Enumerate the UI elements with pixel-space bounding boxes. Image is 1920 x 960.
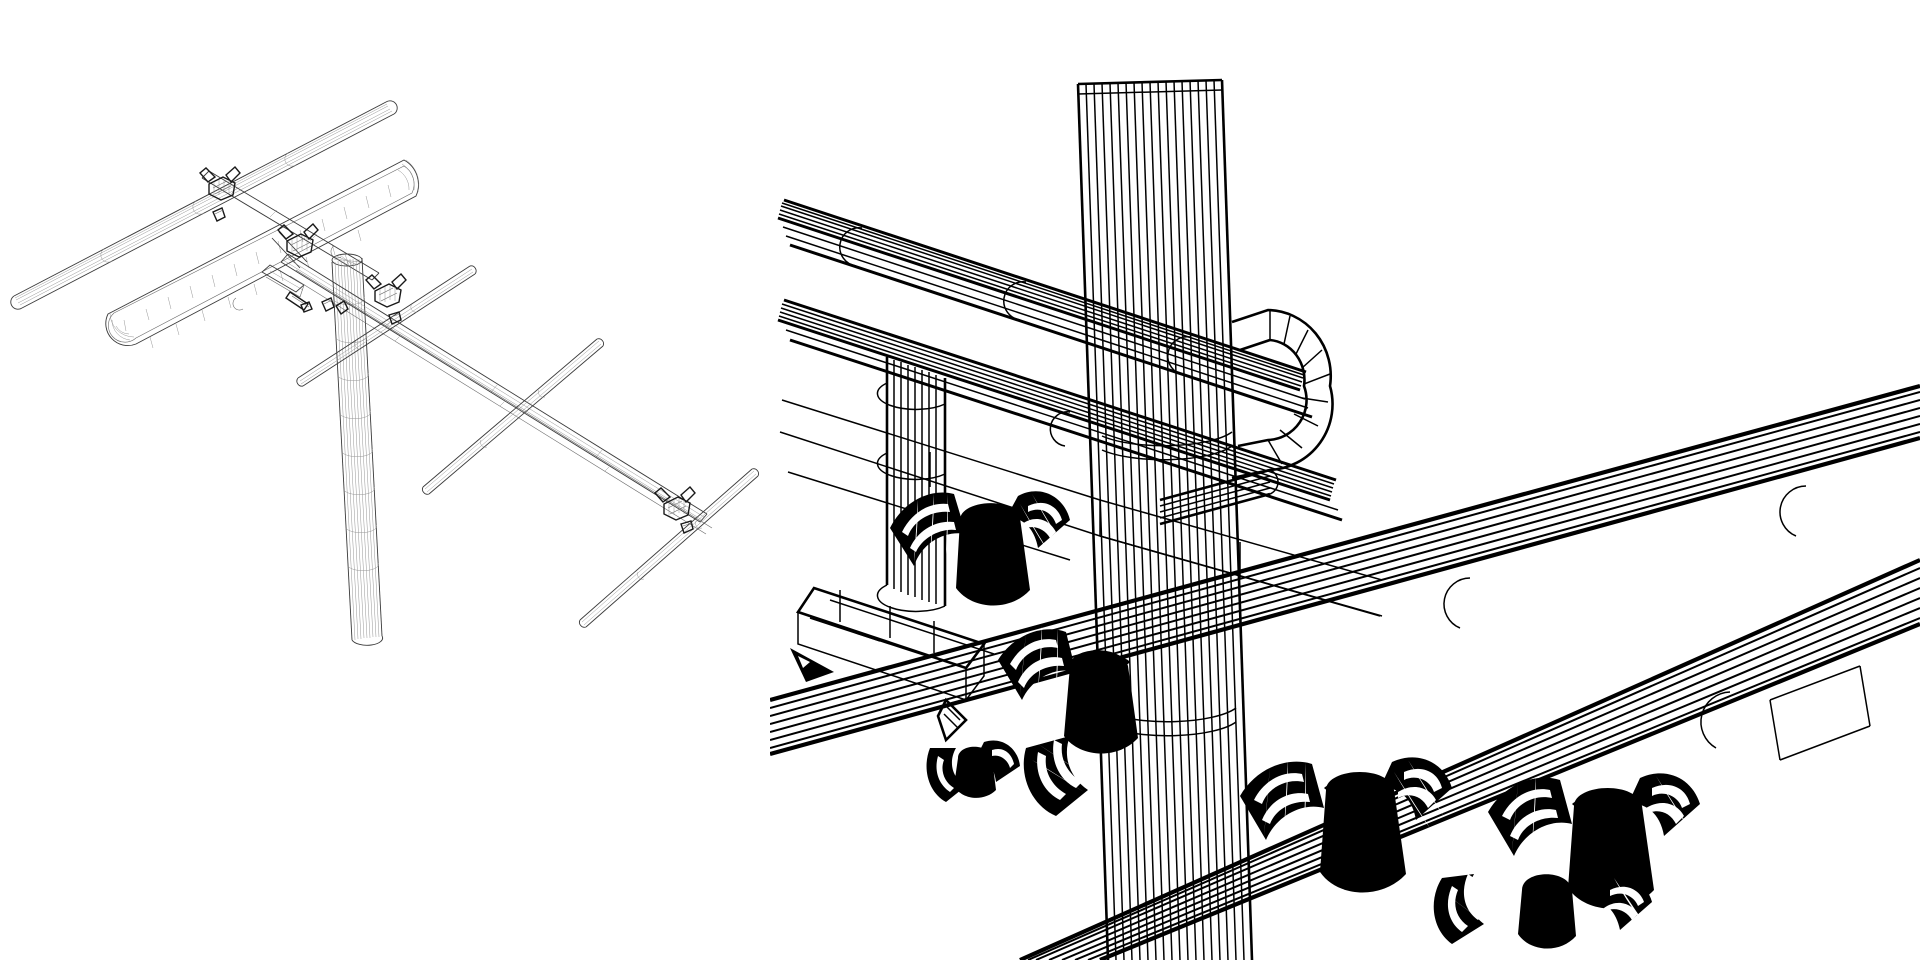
view-mast-clamp-closeup <box>770 0 1920 960</box>
bracket-tab <box>790 648 834 682</box>
u-clamp-bracket <box>321 297 349 316</box>
boom-rail <box>280 253 713 535</box>
director-element <box>579 468 759 628</box>
u-clamp-bracket <box>212 207 226 222</box>
boom-rail-lower <box>1019 558 1920 960</box>
folded-dipole-loop-bend <box>1159 308 1334 526</box>
u-clamp-bracket <box>926 740 1020 802</box>
wing-nut <box>1433 874 1652 949</box>
mast-pole <box>331 253 384 646</box>
wing-nut <box>1240 757 1452 893</box>
director-element <box>296 265 477 387</box>
wing-nut <box>890 491 1070 606</box>
boom-rail-upper-secondary <box>777 298 1343 522</box>
view-full-antenna-overview <box>0 0 780 960</box>
wing-nut <box>1488 773 1700 909</box>
mast-pole <box>1076 78 1254 960</box>
wing-nut <box>198 165 241 201</box>
u-clamp-bracket <box>680 520 694 534</box>
wing-nut <box>364 272 407 308</box>
u-clamp-bracket <box>388 311 402 325</box>
wing-nut <box>276 222 319 258</box>
director-element <box>422 338 604 495</box>
dipole-support-bracket <box>201 170 380 298</box>
folded-dipole-loop <box>105 159 420 349</box>
wing-nut <box>653 485 696 521</box>
boom-rail-middle <box>770 383 1920 757</box>
reflector-rod <box>10 100 398 310</box>
vertical-strut <box>876 357 947 613</box>
wing-nut <box>998 626 1138 816</box>
u-clamp-bracket <box>285 291 313 313</box>
